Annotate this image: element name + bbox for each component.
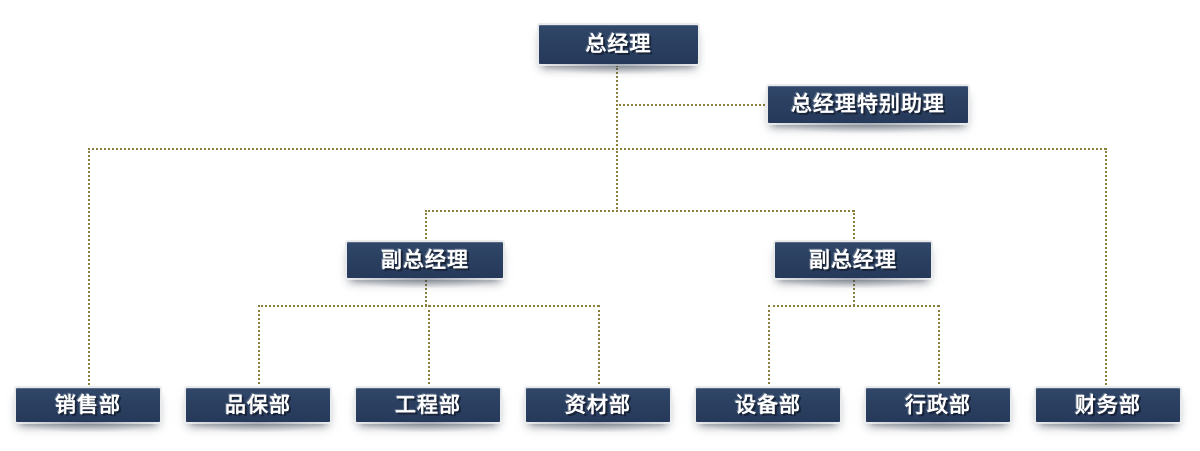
node-label: 工程部 — [395, 392, 461, 417]
node-label: 品保部 — [225, 392, 291, 417]
connector-stem-deputy-right — [853, 280, 855, 306]
connector-drop-materials — [598, 305, 600, 388]
connector-drop-center — [616, 148, 618, 212]
node-department-finance[interactable]: 财务部 — [1034, 386, 1182, 432]
connector-stem-deputy-left — [425, 280, 427, 306]
node-department-sales[interactable]: 销售部 — [14, 386, 162, 432]
node-department-engineering[interactable]: 工程部 — [354, 386, 502, 432]
connector-main-bus — [88, 148, 1106, 150]
node-department-equipment[interactable]: 设备部 — [694, 386, 842, 432]
connector-drop-engineering — [428, 305, 430, 388]
node-general-manager[interactable]: 总经理 — [537, 23, 700, 74]
connector-drop-sales — [88, 148, 90, 388]
node-gm-special-assistant[interactable]: 总经理特别助理 — [766, 84, 970, 133]
connector-drop-quality — [258, 305, 260, 388]
connector-gm-trunk — [616, 65, 618, 150]
node-label: 销售部 — [55, 392, 121, 417]
connector-drop-equipment — [768, 305, 770, 388]
connector-drop-admin — [938, 305, 940, 388]
connector-subbus-left — [258, 305, 599, 307]
node-label: 行政部 — [905, 392, 971, 417]
node-deputy-gm-left[interactable]: 副总经理 — [345, 240, 505, 288]
node-label: 总经理 — [585, 32, 652, 56]
node-label: 财务部 — [1075, 392, 1141, 417]
node-label: 资材部 — [565, 392, 631, 417]
node-department-administration[interactable]: 行政部 — [864, 386, 1012, 432]
connector-drop-finance — [1105, 148, 1107, 388]
node-deputy-gm-right[interactable]: 副总经理 — [773, 240, 933, 288]
node-label: 副总经理 — [809, 247, 897, 272]
connector-subbus-right — [768, 305, 939, 307]
connector-gm-to-assistant — [616, 104, 768, 106]
node-label: 副总经理 — [381, 247, 469, 272]
node-label: 总经理特别助理 — [791, 92, 945, 116]
node-label: 设备部 — [735, 392, 801, 417]
connector-drop-deputy-right — [853, 210, 855, 242]
connector-drop-deputy-left — [425, 210, 427, 242]
node-department-materials[interactable]: 资材部 — [524, 386, 672, 432]
connector-deputy-bus — [425, 210, 854, 212]
node-department-quality[interactable]: 品保部 — [184, 386, 332, 432]
